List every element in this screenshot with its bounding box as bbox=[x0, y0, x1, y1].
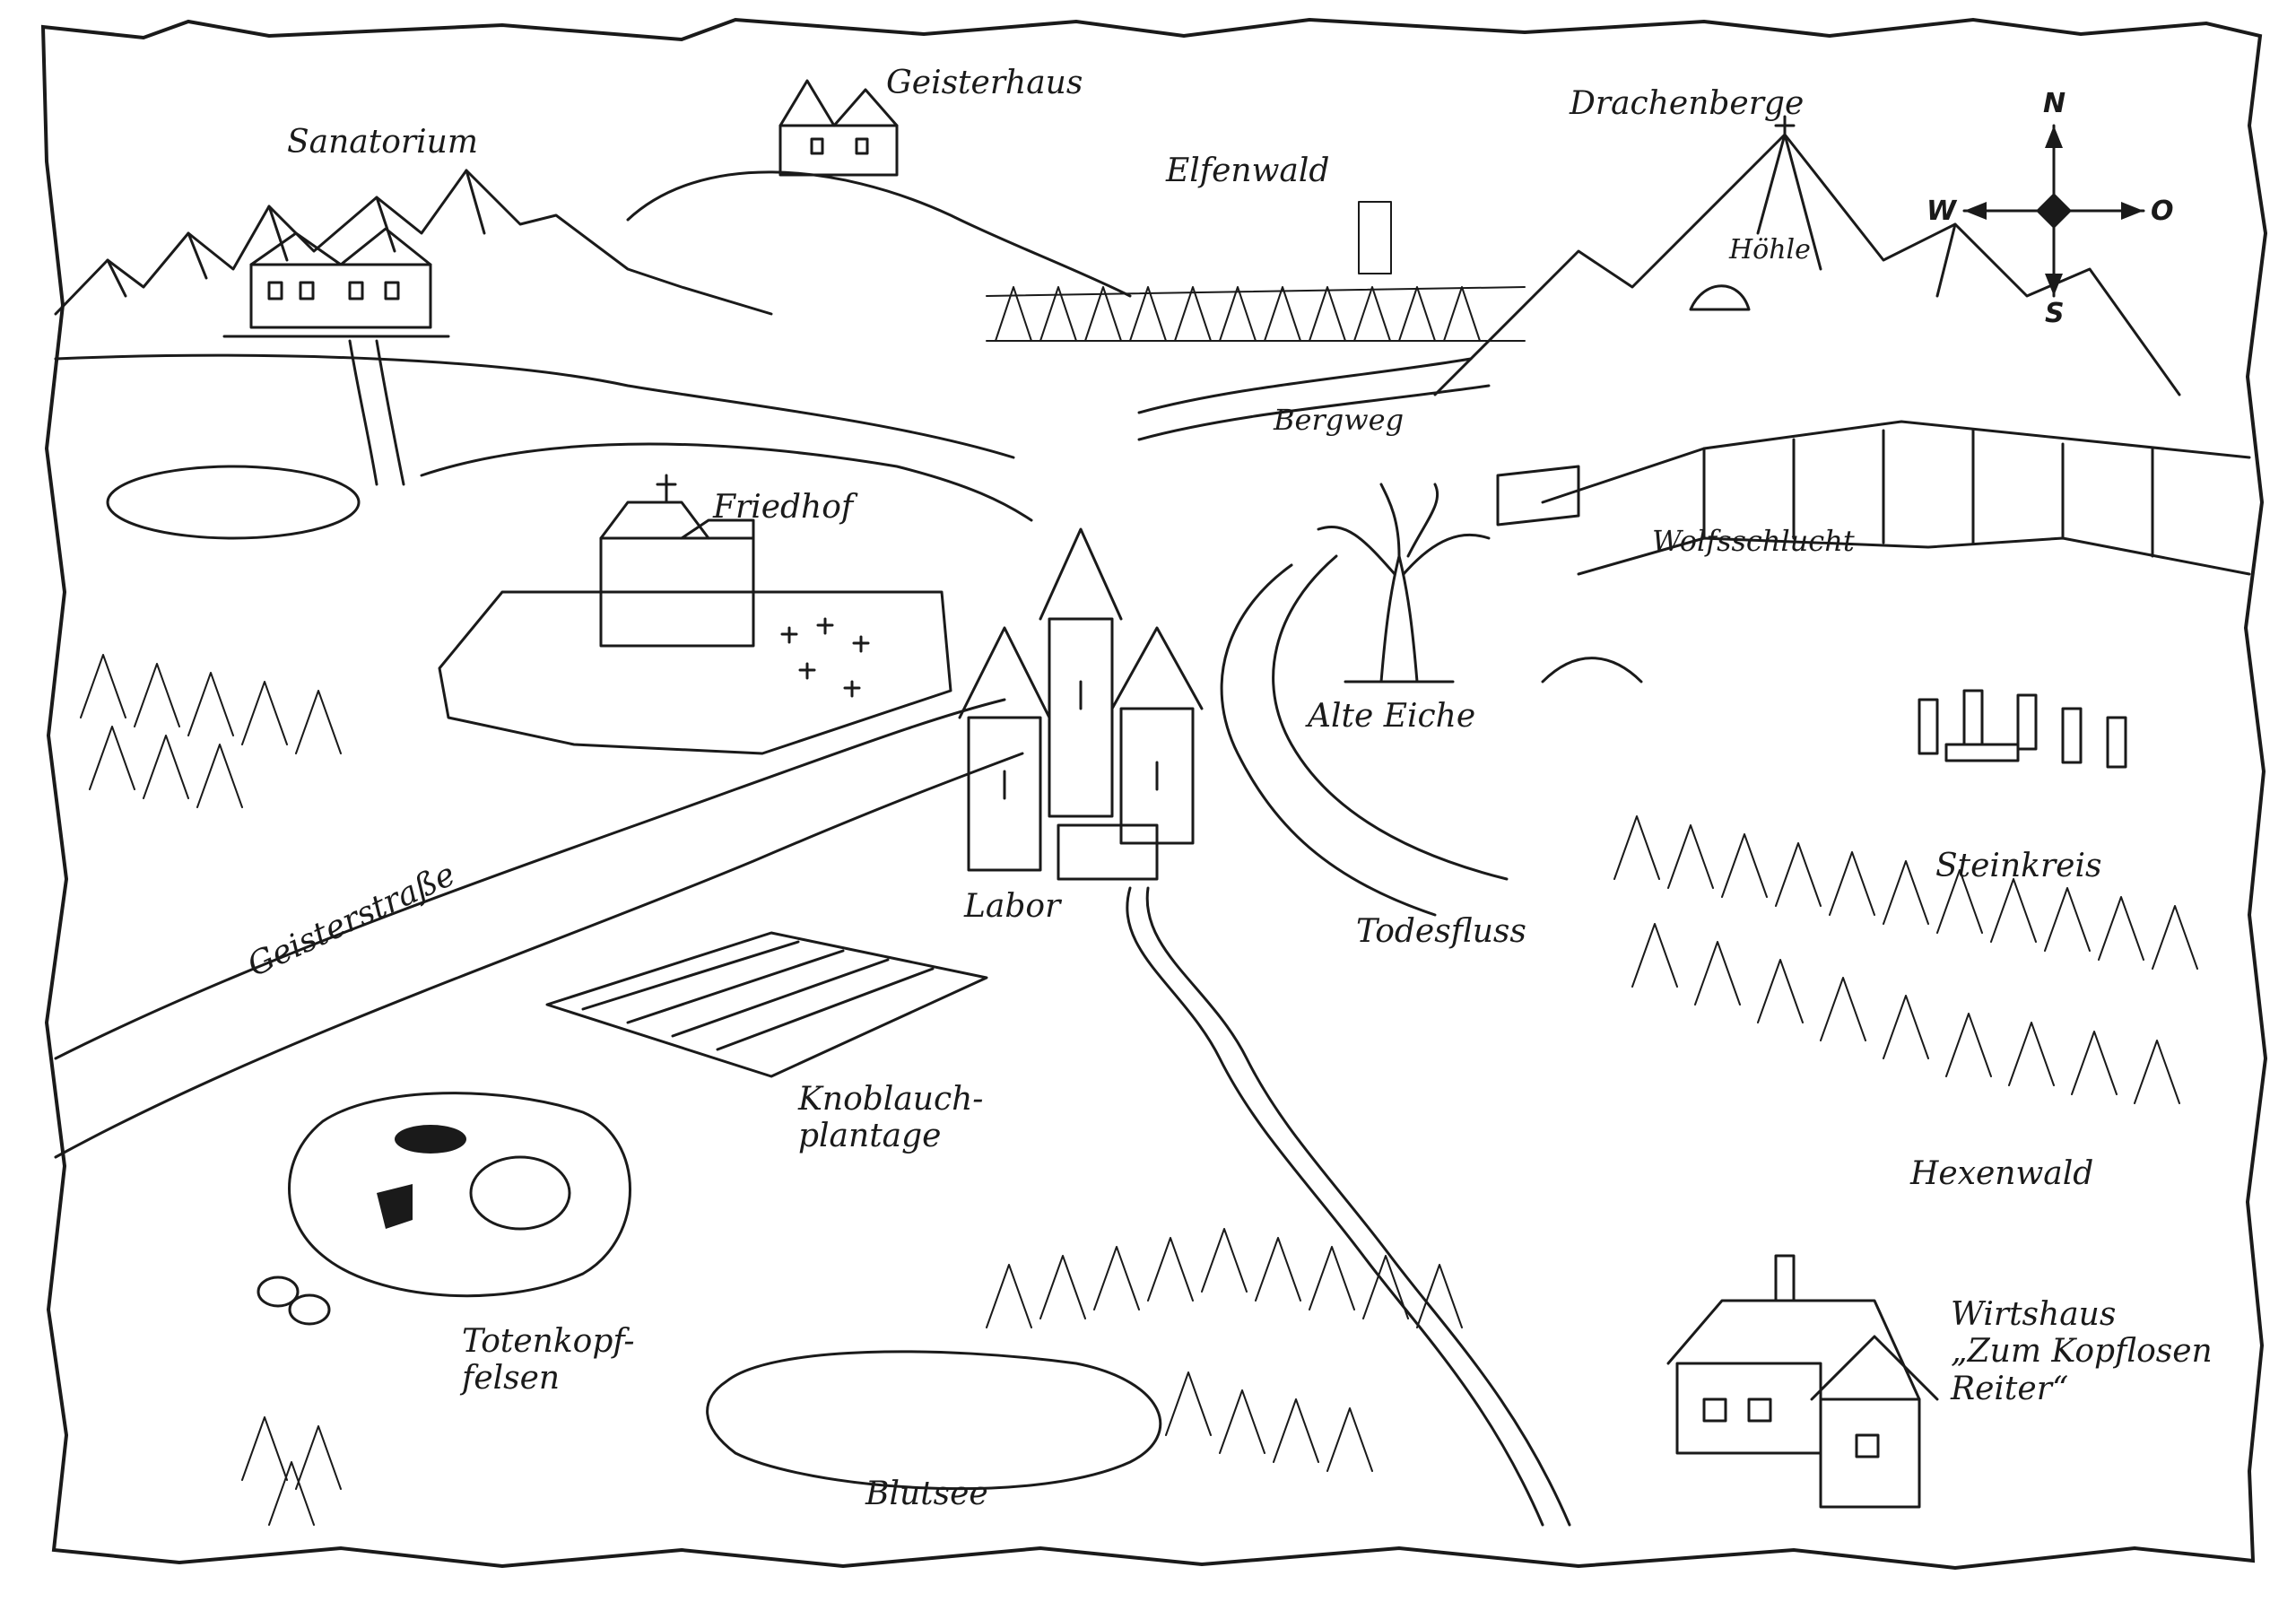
southern-forest bbox=[986, 1228, 1463, 1472]
label-drachenberge[interactable]: Drachenberge bbox=[1570, 85, 1805, 122]
compass-north: N bbox=[2043, 88, 2066, 119]
compass-rose bbox=[1962, 124, 2145, 298]
sanatorium-building bbox=[222, 227, 450, 338]
compass-south: S bbox=[2045, 298, 2065, 329]
compass-west: W bbox=[1926, 196, 1957, 227]
alte-eiche-tree bbox=[1317, 483, 1491, 683]
geisterstrasse-road bbox=[54, 698, 1024, 1159]
steinkreis-stones bbox=[1918, 689, 2127, 769]
totenkopffelsen-rock bbox=[257, 1092, 631, 1326]
label-labor[interactable]: Labor bbox=[964, 888, 1061, 925]
mountains-northwest bbox=[54, 169, 773, 316]
label-alte-eiche[interactable]: Alte Eiche bbox=[1308, 698, 1476, 735]
hexenwald-forest bbox=[1613, 815, 2198, 1104]
upper-road bbox=[54, 353, 1033, 522]
label-knoblauchplantage[interactable]: Knoblauch- plantage bbox=[798, 1081, 984, 1155]
compass-east: O bbox=[2151, 196, 2174, 227]
label-todesfluss[interactable]: Todesfluss bbox=[1356, 913, 1526, 950]
label-blutsee[interactable]: Blutsee bbox=[865, 1476, 988, 1512]
geisterhaus-hill bbox=[626, 79, 1132, 298]
lake-west bbox=[106, 465, 361, 540]
label-bergweg[interactable]: Bergweg bbox=[1274, 403, 1405, 437]
label-hoehle[interactable]: Höhle bbox=[1729, 234, 1811, 266]
label-sanatorium[interactable]: Sanatorium bbox=[287, 124, 478, 161]
friedhof-cemetery bbox=[438, 474, 952, 755]
wirtshaus-inn bbox=[1666, 1254, 1939, 1509]
parchment-border bbox=[40, 17, 2268, 1571]
knoblauchplantage-field bbox=[545, 931, 988, 1078]
label-hexenwald[interactable]: Hexenwald bbox=[1910, 1155, 2094, 1192]
labor-castle bbox=[958, 527, 1204, 881]
label-wolfsschlucht[interactable]: Wolfsschlucht bbox=[1652, 524, 1855, 558]
bergweg-path bbox=[1137, 357, 1491, 441]
elfenwald-forest bbox=[986, 201, 1526, 342]
label-steinkreis[interactable]: Steinkreis bbox=[1935, 848, 2102, 884]
label-wirtshaus[interactable]: Wirtshaus „Zum Kopflosen Reiter“ bbox=[1951, 1296, 2213, 1407]
label-geisterhaus[interactable]: Geisterhaus bbox=[886, 65, 1083, 101]
drachenberge-mountains bbox=[1433, 115, 2181, 396]
wolfsschlucht-cliffs bbox=[1496, 420, 2251, 576]
label-friedhof[interactable]: Friedhof bbox=[713, 489, 854, 526]
todesfluss-river bbox=[1220, 554, 1643, 917]
blutsee-lake bbox=[706, 1350, 1162, 1491]
western-forest bbox=[80, 654, 342, 1526]
label-elfenwald[interactable]: Elfenwald bbox=[1166, 152, 1330, 189]
label-totenkopffelsen[interactable]: Totenkopf- felsen bbox=[462, 1323, 635, 1397]
labor-stream bbox=[1126, 886, 1571, 1527]
